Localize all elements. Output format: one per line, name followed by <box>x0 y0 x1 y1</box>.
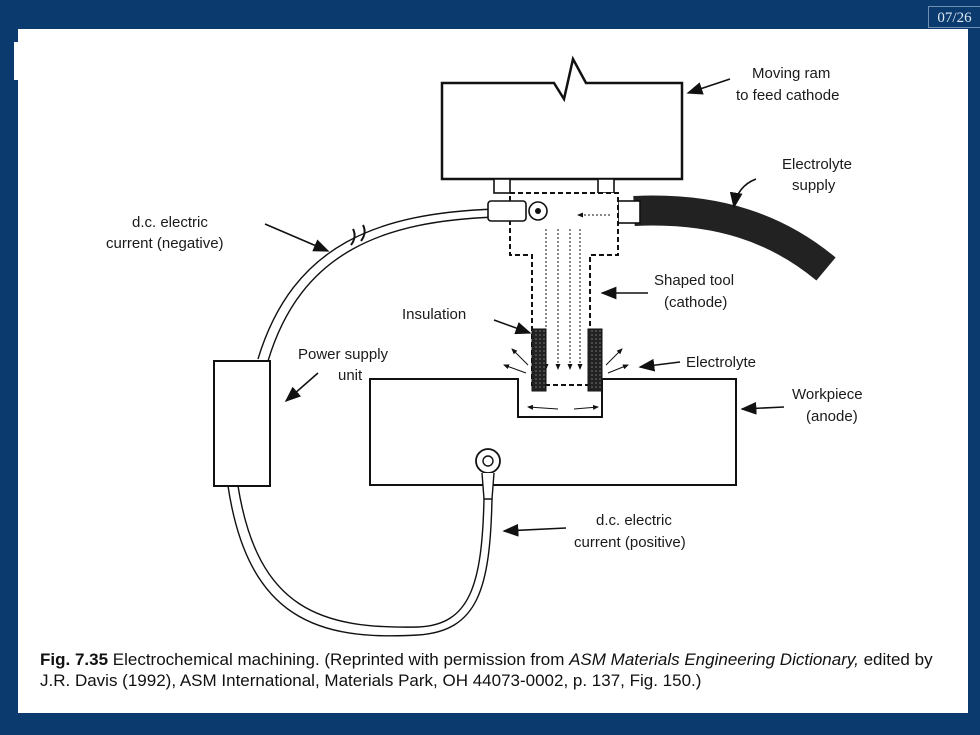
hose-fitting <box>617 200 641 224</box>
electrolyte-splash <box>503 348 629 410</box>
label-workpiece-1: Workpiece <box>792 386 863 403</box>
label-dc-negative-1: d.c. electric <box>132 214 208 231</box>
workpiece-anode <box>369 378 737 486</box>
label-electrolyte: Electrolyte <box>686 354 756 371</box>
label-power-supply-1: Power supply <box>298 346 389 363</box>
label-dc-positive-2: current (positive) <box>574 534 686 551</box>
cable-break-mark <box>350 224 366 246</box>
power-supply-unit <box>213 360 271 487</box>
caption-fig-number: Fig. 7.35 <box>40 650 109 669</box>
label-shaped-tool-1: Shaped tool <box>654 272 734 289</box>
caption-source: ASM Materials Engineering Dictionary, <box>569 650 859 669</box>
label-workpiece-2: (anode) <box>806 408 858 425</box>
label-dc-positive-1: d.c. electric <box>596 512 672 529</box>
caption-text-2: edited by J.R. Davis (1992), ASM Interna… <box>40 650 933 690</box>
label-power-supply-2: unit <box>338 367 363 384</box>
figure-caption: Fig. 7.35 Electrochemical machining. (Re… <box>40 649 950 691</box>
figure-panel: Moving ram to feed cathode Electrolyte s… <box>18 29 968 713</box>
label-shaped-tool-2: (cathode) <box>664 294 727 311</box>
negative-terminal <box>487 200 548 222</box>
accent-bar <box>14 42 20 80</box>
electrolyte-supply-hose <box>633 195 836 281</box>
label-electrolyte-supply-2: supply <box>792 177 836 194</box>
label-dc-negative-2: current (negative) <box>106 235 224 252</box>
ram-bolts <box>493 178 615 194</box>
label-electrolyte-supply-1: Electrolyte <box>782 156 852 173</box>
cable <box>227 208 497 637</box>
insulation <box>531 328 603 392</box>
label-insulation: Insulation <box>402 306 466 323</box>
moving-ram <box>440 55 684 181</box>
positive-terminal <box>475 448 501 500</box>
label-moving-ram-1: Moving ram <box>752 65 830 82</box>
leader-arrows <box>264 78 785 537</box>
ecm-diagram: Moving ram to feed cathode Electrolyte s… <box>106 55 863 637</box>
slide-number: 07/26 <box>928 6 980 28</box>
caption-text-1: Electrochemical machining. (Reprinted wi… <box>108 650 570 669</box>
label-moving-ram-2: to feed cathode <box>736 87 839 104</box>
